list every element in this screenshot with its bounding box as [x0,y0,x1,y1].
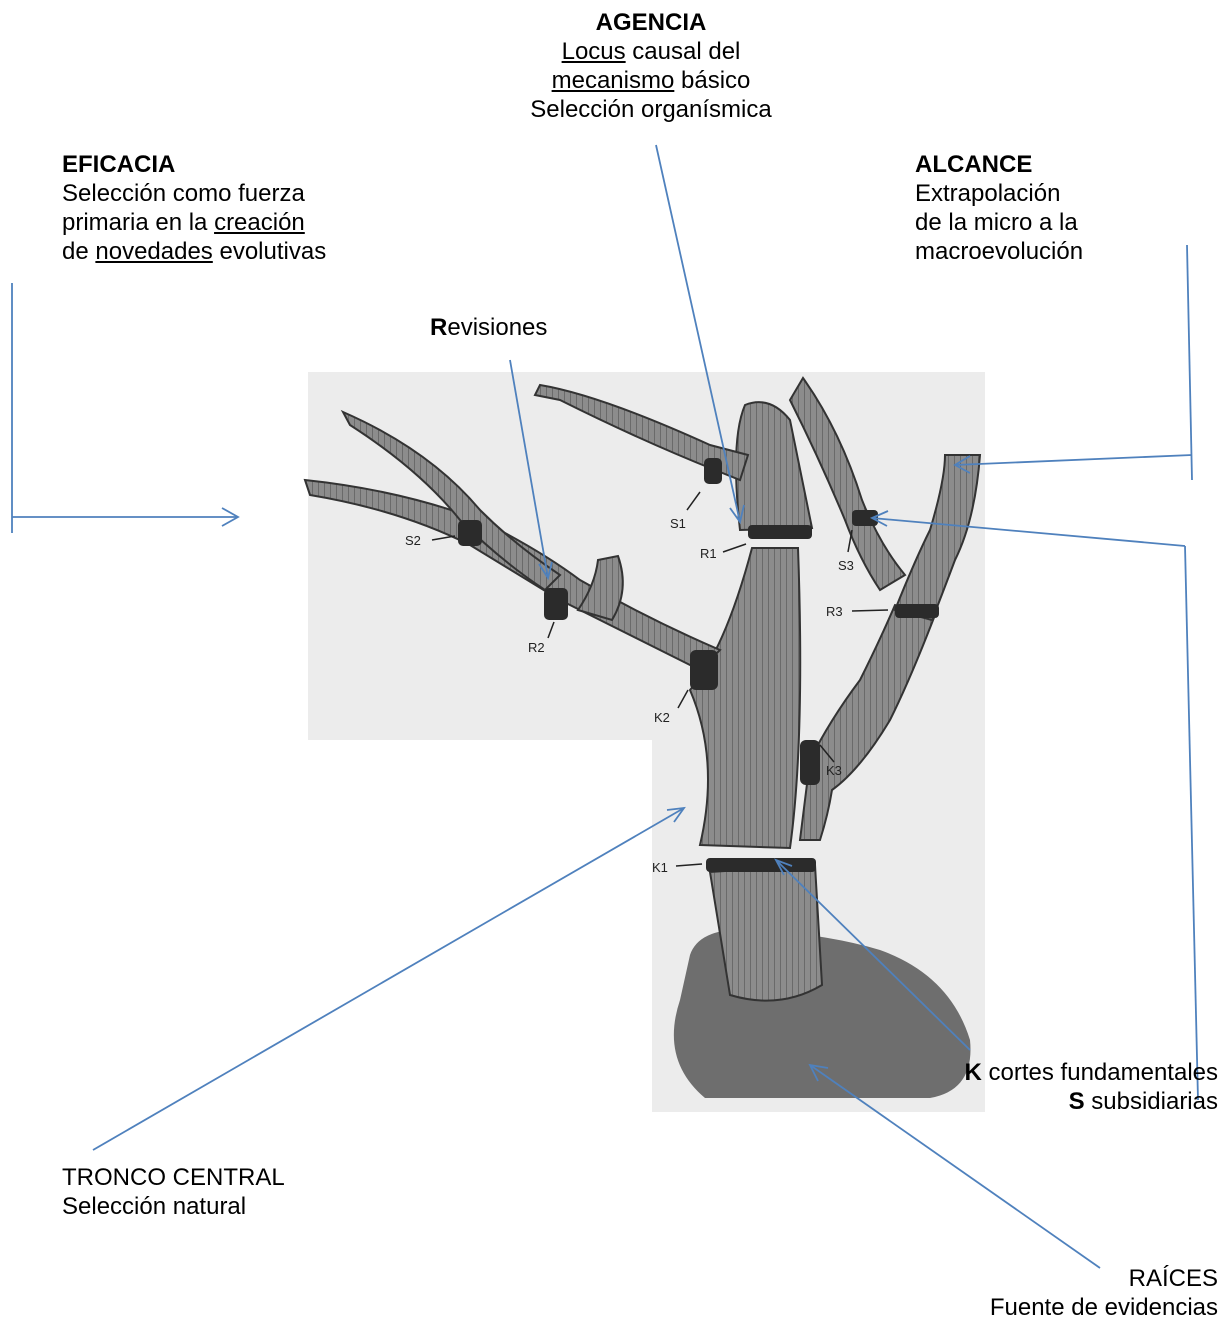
eficacia-block: EFICACIA Selección como fuerza primaria … [62,150,326,266]
eficacia-line2: primaria en la creación [62,208,326,237]
arrow-legend-k1 [776,860,970,1050]
raices-line2: Fuente de evidencias [900,1293,1218,1322]
arrow-eficacia [12,283,238,533]
eficacia-line3: de novedades evolutivas [62,237,326,266]
agencia-line2: mecanismo básico [490,66,812,95]
legend-k: K cortes fundamentales [820,1058,1218,1087]
arrow-agencia [656,145,744,522]
eficacia-title: EFICACIA [62,150,326,179]
cut-legend: K cortes fundamentales S subsidiarias [820,1058,1218,1116]
agencia-block: AGENCIA Locus causal del mecanismo básic… [490,8,812,124]
arrow-legend-s3 [872,511,1198,1100]
raices-line1: RAÍCES [900,1264,1218,1293]
tronco-block: TRONCO CENTRAL Selección natural [62,1163,285,1221]
agencia-title: AGENCIA [490,8,812,37]
alcance-line3: macroevolución [915,237,1083,266]
alcance-title: ALCANCE [915,150,1083,179]
eficacia-line1: Selección como fuerza [62,179,326,208]
arrow-revisiones [510,360,552,578]
arrow-tronco [93,808,684,1150]
raices-block: RAÍCES Fuente de evidencias [900,1264,1218,1322]
alcance-line1: Extrapolación [915,179,1083,208]
arrow-alcance [955,245,1192,480]
alcance-line2: de la micro a la [915,208,1083,237]
revisiones-label: Revisiones [430,313,547,342]
alcance-block: ALCANCE Extrapolación de la micro a la m… [915,150,1083,266]
tronco-line1: TRONCO CENTRAL [62,1163,285,1192]
tronco-line2: Selección natural [62,1192,285,1221]
agencia-line1: Locus causal del [490,37,812,66]
legend-s: S subsidiarias [820,1087,1218,1116]
agencia-line3: Selección organísmica [490,95,812,124]
